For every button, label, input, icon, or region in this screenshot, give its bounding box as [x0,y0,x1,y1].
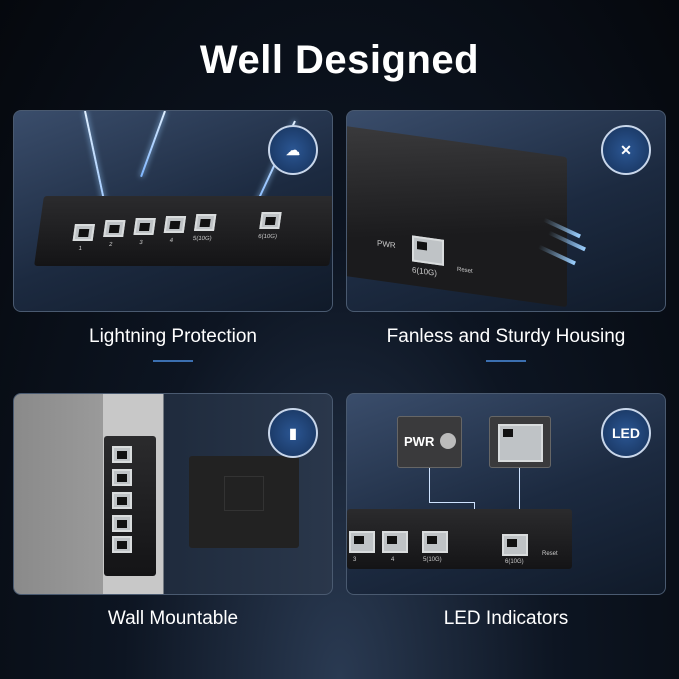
feature-caption: LED Indicators [443,608,569,629]
feature-caption: Lightning Protection [89,326,257,347]
led-indicators-panel: PWR 3 4 5(10G) 6(10G) Reset LED [346,393,666,595]
port-label: 2 [108,242,113,248]
port-label: 5(10G) [192,236,212,242]
page-title: Well Designed [199,38,480,82]
port-label: 6(10G) [257,234,278,240]
switch-image: PWR 6(10G) Reset [347,124,567,308]
caption-underline [486,360,526,362]
switch-image: 1 2 3 4 5(10G) 6(10G) [34,196,332,266]
port-label: 5(10G) [423,557,442,563]
fanless-housing-panel: PWR 6(10G) Reset ✕ [346,110,666,312]
port-label: 3 [353,557,357,563]
port-label: 6(10G) [505,559,524,565]
pwr-led-callout: PWR [397,416,462,468]
feature-caption: Wall Mountable [107,608,239,629]
lightning-bolt-icon [140,111,166,178]
storm-cloud-icon: ☁ [268,125,318,175]
no-fan-icon: ✕ [601,125,651,175]
caption-underline [153,360,193,362]
port-label: 1 [78,246,83,252]
port-led-callout [489,416,551,468]
pwr-label: PWR [377,238,396,251]
switch-image: 3 4 5(10G) 6(10G) Reset [347,509,572,569]
port-label: 4 [391,557,395,563]
port-label: 6(10G) [412,265,437,278]
pwr-label: PWR [404,434,435,449]
feature-caption: Fanless and Sturdy Housing [386,326,626,347]
reset-label: Reset [542,551,558,557]
wall-mounted-switch-image [104,436,156,576]
pwr-led-icon [440,433,456,449]
switch-bottom-image [189,456,299,548]
reset-label: Reset [457,266,473,275]
port-label: 4 [169,238,174,244]
lightning-protection-panel: 1 2 3 4 5(10G) 6(10G) ☁ [13,110,333,312]
wall-mountable-panel: ▮ [13,393,333,595]
port-label: 3 [138,240,144,246]
wall-mount-icon: ▮ [268,408,318,458]
led-icon: LED [601,408,651,458]
